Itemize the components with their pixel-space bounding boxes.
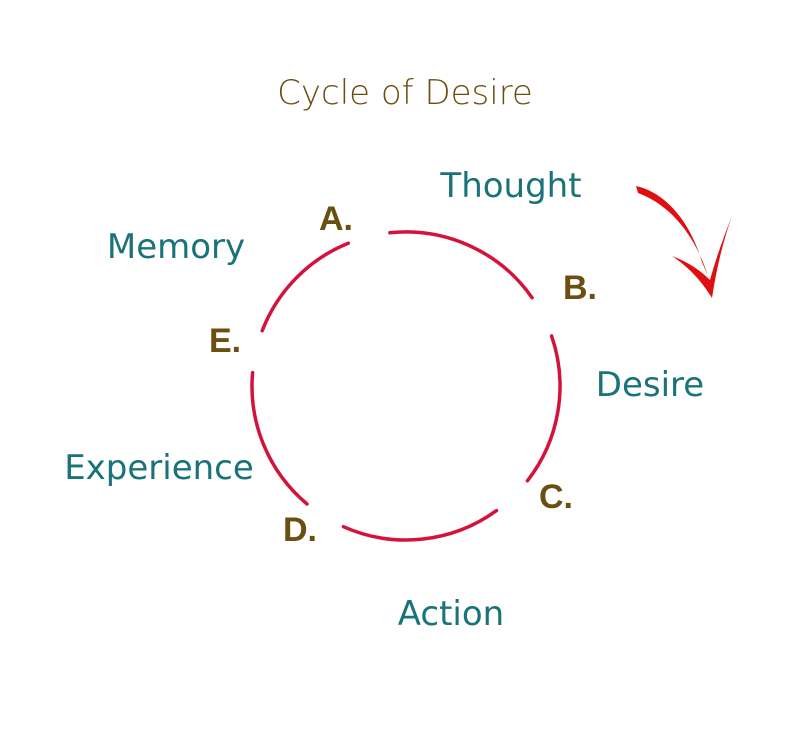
stage-letter-b: B.: [563, 269, 597, 307]
circle-arc: [260, 241, 351, 333]
stage-letter-c: C.: [539, 478, 573, 516]
stage-label-experience: Experience: [64, 448, 254, 488]
stage-letter-a: A.: [319, 200, 353, 238]
clockwise-arrow-icon: [636, 186, 732, 298]
circle-arc: [388, 230, 534, 300]
arrow-shaft: [636, 186, 708, 276]
circle-arc: [341, 508, 499, 542]
stage-label-desire: Desire: [596, 365, 704, 405]
circle-arc: [525, 334, 562, 483]
stage-letter-d: D.: [283, 511, 317, 549]
cycle-circle: [250, 230, 562, 542]
stage-label-thought: Thought: [439, 166, 581, 206]
stage-label-memory: Memory: [107, 227, 245, 267]
diagram-title: Cycle of Desire: [277, 73, 533, 113]
stage-letter-e: E.: [209, 322, 241, 360]
arrow-head: [672, 216, 732, 298]
circle-arc: [250, 370, 309, 506]
stage-label-action: Action: [398, 594, 504, 634]
